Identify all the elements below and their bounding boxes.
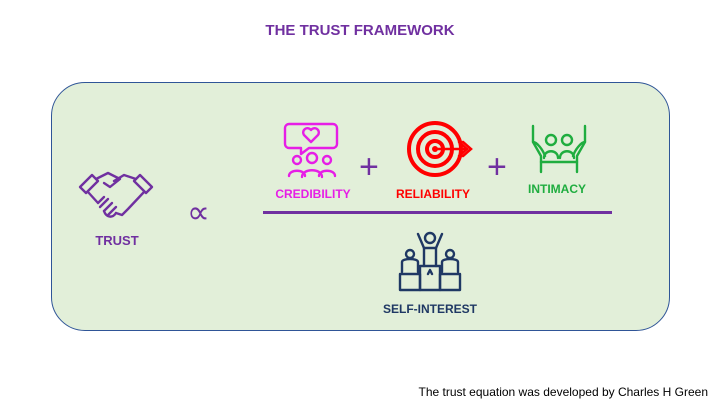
credibility-label: CREDIBILITY (275, 187, 351, 201)
target-arrow-icon (407, 121, 473, 177)
speech-heart-people-icon (283, 122, 339, 179)
trust-label: TRUST (95, 233, 139, 248)
handshake-icon (78, 171, 154, 218)
fraction-bar (263, 211, 612, 214)
plus-symbol-1: + (359, 148, 379, 186)
plus-symbol-2: + (487, 148, 507, 186)
equation-panel (51, 82, 670, 331)
self-interest-label: SELF-INTEREST (382, 302, 477, 316)
intimacy-label: INTIMACY (528, 182, 586, 196)
podium-winner-icon (398, 231, 462, 292)
page-title: THE TRUST FRAMEWORK (265, 22, 455, 39)
reliability-label: RELIABILITY (396, 187, 470, 201)
proportional-symbol: ∝ (187, 194, 210, 230)
caring-hands-icon (531, 124, 587, 174)
footer-note: The trust equation was developed by Char… (418, 385, 709, 399)
